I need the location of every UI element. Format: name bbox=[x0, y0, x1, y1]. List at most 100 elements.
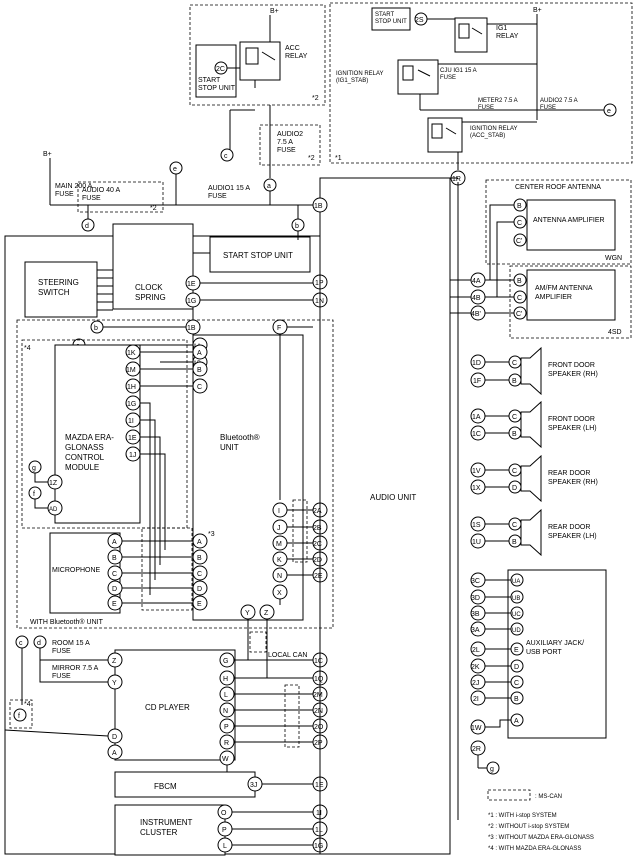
svg-text:1E: 1E bbox=[187, 281, 196, 288]
svg-text:1M: 1M bbox=[126, 367, 136, 374]
svg-text:1J: 1J bbox=[129, 452, 136, 459]
svg-text:1E: 1E bbox=[315, 782, 324, 789]
svg-text:D: D bbox=[512, 485, 517, 492]
4sd-label: 4SD bbox=[608, 329, 622, 336]
svg-text:2J: 2J bbox=[472, 680, 479, 687]
svg-text:B: B bbox=[512, 378, 517, 385]
svg-text:D: D bbox=[112, 586, 117, 593]
note-4-era: *4 bbox=[24, 345, 31, 352]
mic-shield bbox=[141, 527, 193, 611]
svg-text:3J: 3J bbox=[250, 782, 257, 789]
svg-text:1I: 1I bbox=[128, 418, 134, 425]
svg-text:UB: UB bbox=[512, 596, 520, 602]
svg-text:2O: 2O bbox=[314, 724, 324, 731]
era-glonass-region bbox=[21, 339, 188, 529]
svg-text:C: C bbox=[512, 522, 517, 529]
svg-text:4B: 4B bbox=[472, 295, 481, 302]
svg-text:W: W bbox=[222, 756, 229, 763]
svg-text:2C: 2C bbox=[313, 541, 322, 548]
legend-n4: *4 : WITH MAZDA ERA-GLONASS bbox=[488, 846, 581, 852]
steering-switch-box bbox=[24, 261, 98, 318]
svg-text:B: B bbox=[197, 367, 202, 374]
pin-c-mid: c bbox=[224, 153, 228, 160]
audio40-fuse-region bbox=[77, 181, 164, 213]
svg-text:1R: 1R bbox=[452, 176, 461, 183]
svg-text:1Z: 1Z bbox=[49, 480, 58, 487]
svg-text:P: P bbox=[222, 827, 227, 834]
svg-text:UA: UA bbox=[512, 579, 520, 585]
with-bluetooth-region bbox=[16, 319, 334, 629]
svg-text:E: E bbox=[514, 647, 519, 654]
svg-text:1E: 1E bbox=[128, 435, 137, 442]
svg-text:2I: 2I bbox=[473, 696, 479, 703]
svg-text:D: D bbox=[112, 734, 117, 741]
svg-text:A: A bbox=[112, 539, 117, 546]
note-1: *1 bbox=[335, 155, 342, 162]
note-2-top: *2 bbox=[312, 95, 319, 102]
svg-text:2K: 2K bbox=[471, 664, 480, 671]
svg-text:1B: 1B bbox=[187, 325, 196, 332]
era-glonass-box bbox=[54, 344, 141, 524]
svg-text:B: B bbox=[512, 539, 517, 546]
svg-text:g: g bbox=[32, 465, 36, 472]
svg-text:A: A bbox=[514, 718, 519, 725]
svg-text:2M: 2M bbox=[313, 692, 323, 699]
note-4-left: *4 bbox=[24, 701, 31, 708]
svg-text:O: O bbox=[221, 810, 227, 817]
svg-text:2P: 2P bbox=[314, 740, 323, 747]
instrument-cluster-box bbox=[114, 804, 226, 856]
svg-text:N: N bbox=[277, 573, 282, 580]
svg-text:f: f bbox=[18, 713, 20, 720]
svg-text:3A: 3A bbox=[471, 627, 480, 634]
svg-text:B: B bbox=[514, 696, 519, 703]
svg-text:1C: 1C bbox=[472, 431, 481, 438]
fbcm-label: FBCM bbox=[154, 782, 177, 791]
istop-region bbox=[329, 2, 633, 164]
svg-text:H: H bbox=[223, 676, 228, 683]
svg-text:1G: 1G bbox=[127, 401, 136, 408]
bluetooth-pins-upper: A B C bbox=[192, 344, 208, 394]
svg-text:D: D bbox=[197, 586, 202, 593]
svg-text:A: A bbox=[197, 539, 202, 546]
svg-text:P: P bbox=[224, 724, 229, 731]
svg-text:AD: AD bbox=[49, 507, 58, 513]
svg-text:L: L bbox=[224, 692, 228, 699]
svg-text:C: C bbox=[112, 571, 117, 578]
svg-text:3C: 3C bbox=[471, 578, 480, 585]
svg-text:2R: 2R bbox=[472, 746, 481, 753]
note-3: *3 bbox=[208, 531, 215, 538]
svg-text:A: A bbox=[197, 350, 202, 357]
wgn-label: WGN bbox=[605, 255, 622, 262]
svg-text:M: M bbox=[276, 541, 282, 548]
svg-text:E: E bbox=[197, 601, 202, 608]
svg-text:1F: 1F bbox=[473, 378, 481, 385]
audio-unit-right-pins: 4A 4B 4B' 1D 1F 1A 1C 1V 1X 1S 1U 3C 3D … bbox=[470, 272, 486, 756]
acc-relay-region bbox=[189, 4, 326, 106]
svg-text:1S: 1S bbox=[472, 522, 481, 529]
ms-can-legend-symbol bbox=[487, 789, 531, 801]
svg-text:C: C bbox=[512, 468, 517, 475]
svg-text:2N: 2N bbox=[314, 708, 323, 715]
svg-text:1U: 1U bbox=[472, 539, 481, 546]
svg-text:X: X bbox=[277, 590, 282, 597]
svg-text:UD: UD bbox=[512, 628, 521, 634]
fbcm-box bbox=[114, 771, 256, 798]
cd-player-box bbox=[114, 649, 236, 761]
svg-text:C': C' bbox=[516, 238, 522, 245]
audio-unit-box bbox=[319, 177, 451, 855]
